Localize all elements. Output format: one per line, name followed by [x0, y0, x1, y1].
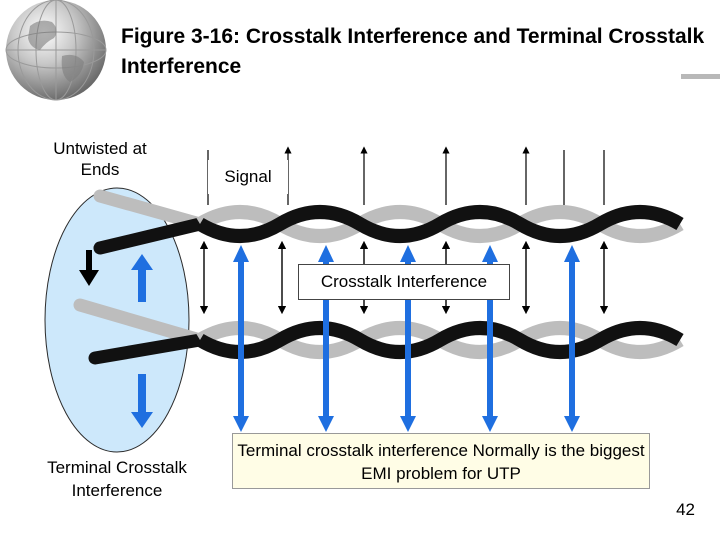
ellipse-arrows: [79, 250, 153, 428]
decorative-bar: [681, 74, 720, 79]
twisted-pair-bottom: [73, 298, 684, 365]
untwisted-label: Untwisted at Ends: [53, 139, 147, 179]
terminal-note-box: Terminal crosstalk interference Normally…: [232, 433, 650, 489]
blue-crosstalk-arrows: [233, 245, 580, 432]
page-number: 42: [676, 500, 695, 519]
signal-arrows: [284, 146, 530, 205]
slide-title: Figure 3-16: Crosstalk Interference and …: [121, 25, 705, 78]
signal-label: Signal: [208, 160, 288, 194]
globe-icon: [5, 0, 107, 101]
terminal-crosstalk-label: Terminal Crosstalk Interference: [47, 458, 187, 500]
twisted-pair-top: [93, 189, 684, 255]
crosstalk-interference-box: Crosstalk Interference: [298, 264, 510, 300]
